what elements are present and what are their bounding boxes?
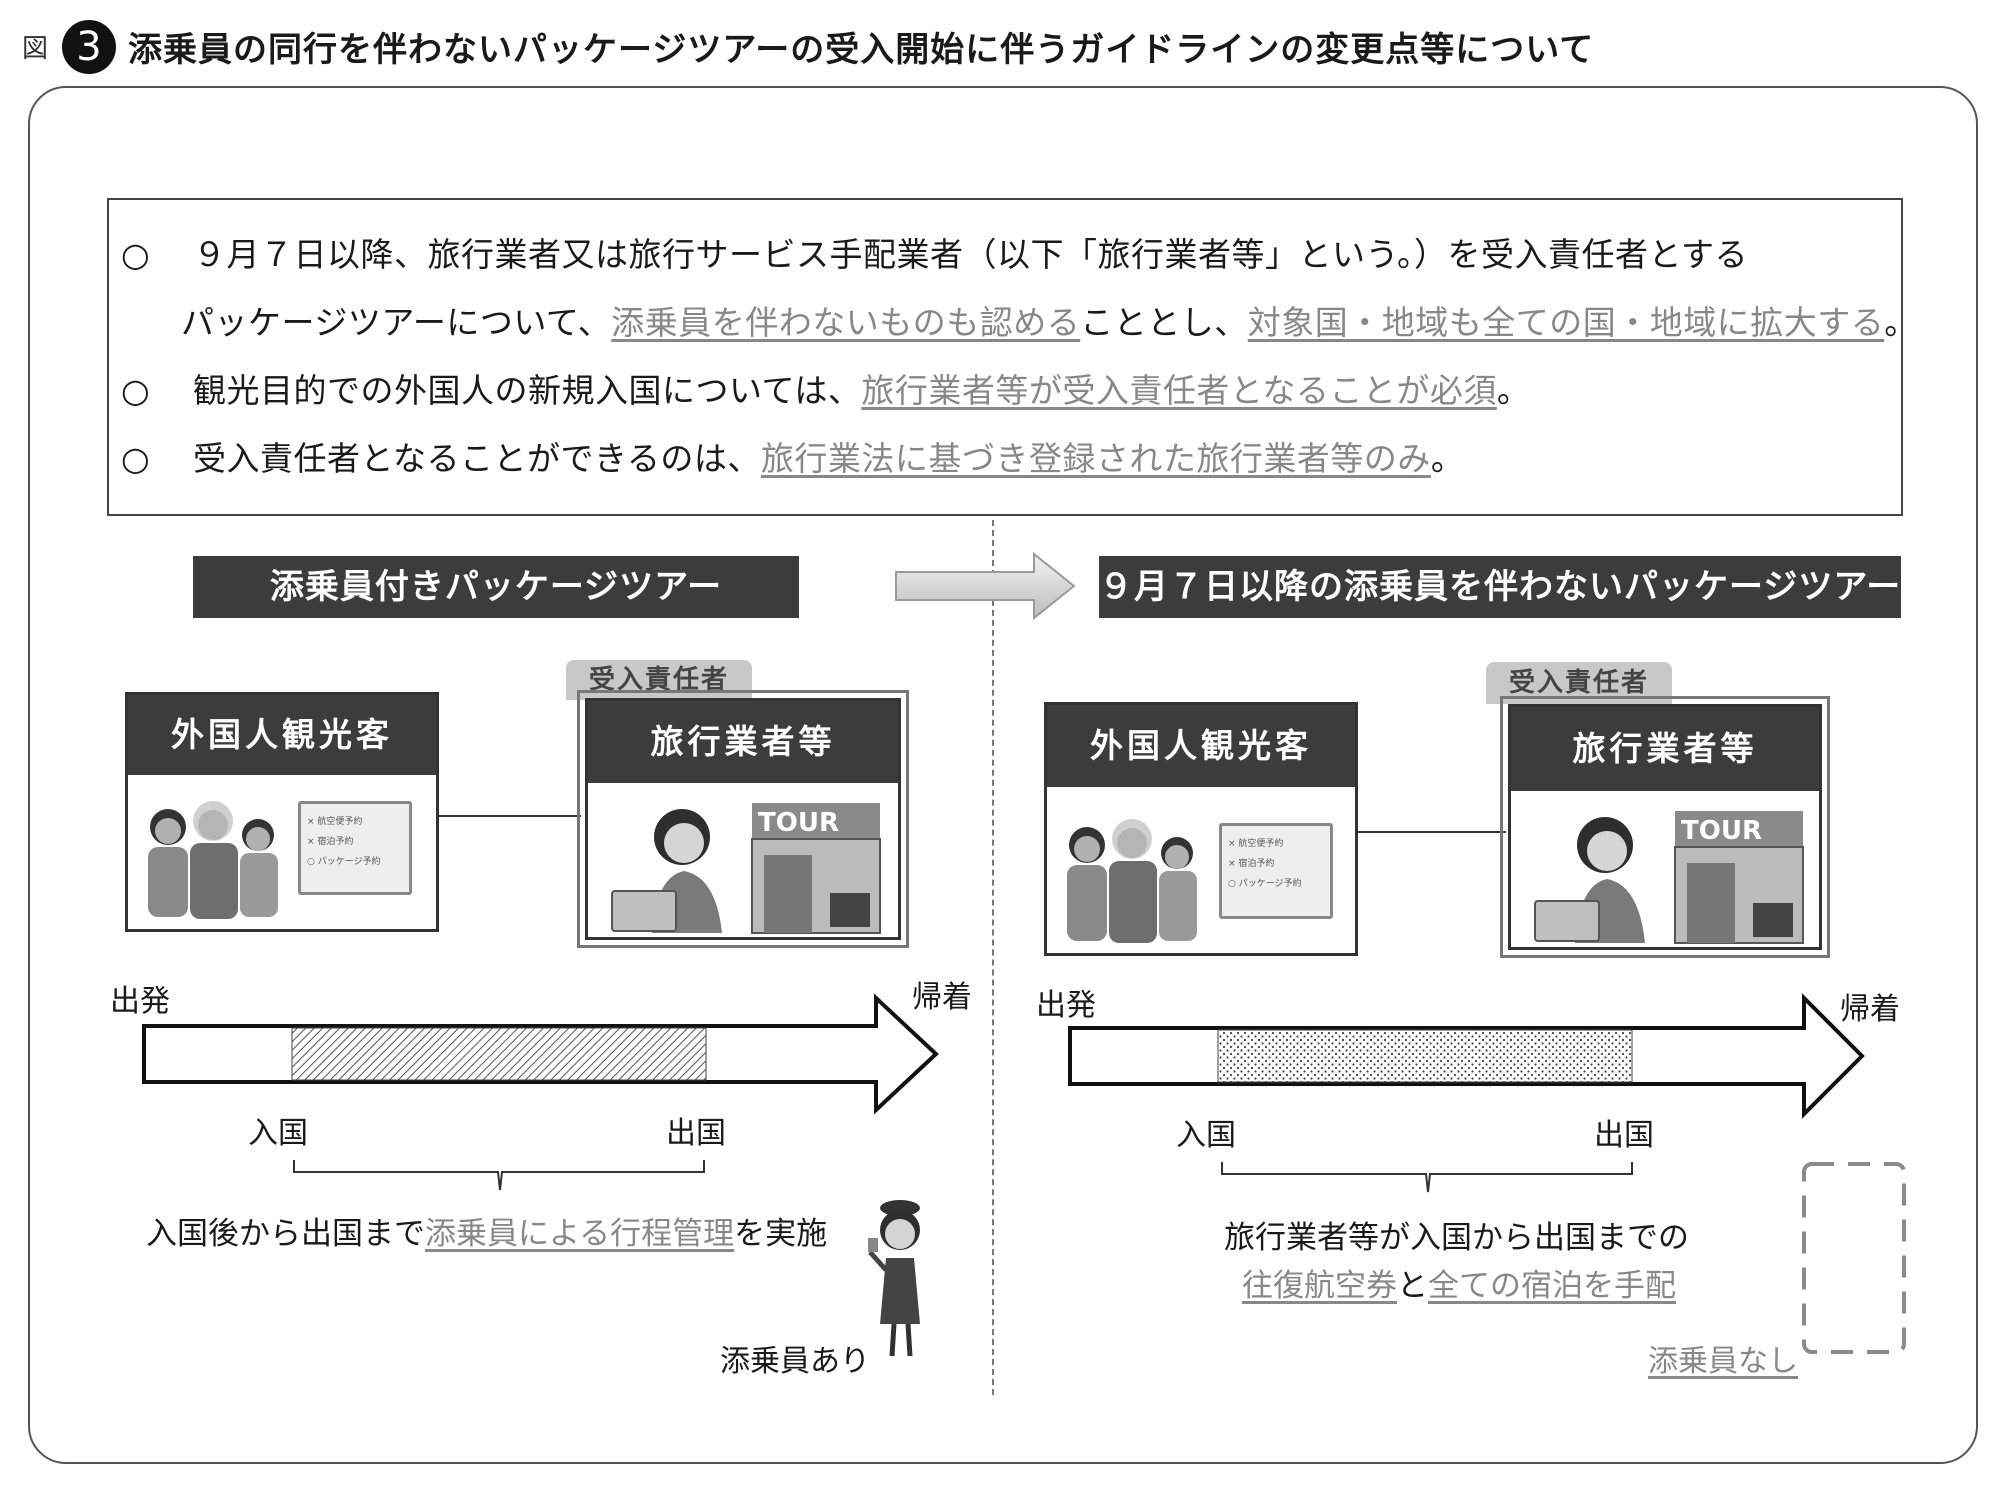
figure-number-badge: 3: [62, 20, 116, 74]
travel-store-icon: TOUR: [751, 803, 881, 934]
right-timeline-arrow: [1068, 993, 1865, 1119]
right-banner: ９月７日以降の添乗員を伴わないパッケージツアー: [1099, 556, 1901, 618]
agency-label: 旅行業者等: [1511, 707, 1819, 791]
tourists-illustration-icon: [148, 801, 278, 919]
bullet-circle: ○: [121, 235, 151, 274]
no-conductor-placeholder: [1802, 1162, 1906, 1354]
summary-text: 受入責任者となることができるのは、: [193, 439, 761, 478]
tour-conductor-icon: [868, 1200, 920, 1357]
transition-arrow-icon: [895, 551, 1076, 621]
summary-item-3: ○ 受入責任者となることができるのは、旅行業法に基づき登録された旅行業者等のみ。: [121, 432, 1464, 480]
travel-store-icon: TOUR: [1674, 811, 1804, 944]
stay-period-segment: [291, 1027, 707, 1081]
return-label: 帰着: [912, 980, 972, 1015]
summary-box: ○ ９月７日以降、旅行業者又は旅行サービス手配業者（以下「旅行業者等」という。）を…: [107, 198, 1917, 516]
form-row: × 宿泊予約: [307, 837, 354, 847]
depart-label: 出発: [1036, 988, 1096, 1023]
summary-item-2: ○ 観光目的での外国人の新規入国については、旅行業者等が受入責任者となることが必須…: [121, 364, 1530, 412]
form-row: ○ パッケージ予約: [307, 857, 381, 867]
store-sign-text: TOUR: [1681, 816, 1762, 846]
summary-text: ９月７日以降、旅行業者又は旅行サービス手配業者（以下「旅行業者等」という。）を受…: [193, 235, 1749, 274]
caption-emphasis: 全ての宿泊を手配: [1428, 1268, 1676, 1304]
connector-line: [1358, 831, 1506, 833]
booking-form-panel: × 航空便予約 × 宿泊予約 ○ パッケージ予約: [298, 801, 412, 895]
store-sign-text: TOUR: [758, 808, 839, 838]
summary-text: 。: [1496, 371, 1531, 410]
stay-period-segment: [1217, 1029, 1633, 1083]
left-agency-box: 旅行業者等 TOUR: [585, 698, 901, 940]
summary-text: こととし、: [1080, 303, 1248, 342]
exit-label: 出国: [666, 1116, 726, 1151]
right-agency-box: 旅行業者等 TOUR: [1508, 704, 1822, 950]
right-caption-line-2: 往復航空券と全ての宿泊を手配: [1242, 1268, 1676, 1304]
conductor-absent-label: 添乗員なし: [1648, 1344, 1798, 1379]
exit-label: 出国: [1594, 1118, 1654, 1153]
summary-emphasis: 添乗員を伴わないものも認める: [611, 303, 1081, 342]
bullet-circle: ○: [121, 439, 151, 478]
caption-emphasis: 往復航空券: [1242, 1268, 1397, 1304]
depart-label: 出発: [110, 984, 170, 1019]
figure-title: 添乗員の同行を伴わないパッケージツアーの受入開始に伴うガイドラインの変更点等につ…: [128, 30, 1595, 70]
return-label: 帰着: [1840, 992, 1900, 1027]
form-row: × 宿泊予約: [1228, 859, 1275, 869]
period-brace: [1221, 1162, 1633, 1193]
right-caption-line-1: 旅行業者等が入国から出国までの: [1224, 1220, 1689, 1256]
form-row: × 航空便予約: [307, 817, 363, 827]
form-row: × 航空便予約: [1228, 839, 1284, 849]
bullet-circle: ○: [121, 371, 151, 410]
left-caption: 入国後から出国まで添乗員による行程管理を実施: [146, 1216, 828, 1252]
summary-item-1-line-1: ○ ９月７日以降、旅行業者又は旅行サービス手配業者（以下「旅行業者等」という。）を…: [121, 228, 1748, 276]
operator-headset-icon: [611, 809, 722, 933]
left-banner: 添乗員付きパッケージツアー: [193, 556, 799, 618]
right-agency-outer: [1500, 696, 1830, 958]
summary-emphasis: 旅行業法に基づき登録された旅行業者等のみ: [760, 439, 1431, 478]
entry-label: 入国: [1176, 1118, 1236, 1153]
tourists-label: 外国人観光客: [128, 695, 436, 775]
summary-emphasis: 旅行業者等が受入責任者となることが必須: [861, 371, 1497, 410]
left-timeline-arrow: [142, 993, 939, 1115]
period-brace: [293, 1160, 705, 1191]
tourists-label: 外国人観光客: [1047, 705, 1355, 787]
conductor-present-label: 添乗員あり: [720, 1344, 870, 1379]
operator-headset-icon: [1534, 817, 1645, 943]
tourists-illustration-icon: [1067, 819, 1197, 943]
content-frame: [28, 86, 1978, 1464]
summary-item-1-line-2: パッケージツアーについて、添乗員を伴わないものも認めることとし、対象国・地域も全…: [181, 296, 1918, 344]
form-row: ○ パッケージ予約: [1228, 879, 1302, 889]
summary-text: 観光目的での外国人の新規入国については、: [193, 371, 862, 410]
caption-emphasis: 添乗員による行程管理: [425, 1216, 735, 1252]
agency-label: 旅行業者等: [588, 701, 898, 783]
right-tourists-box: 外国人観光客 × 航空便予約 × 宿泊予約 ○ パッケージ予約: [1044, 702, 1358, 956]
connector-line: [439, 815, 581, 817]
left-tourists-box: 外国人観光客 × 航空便予約 × 宿泊予約 ○ パッケージ予約: [125, 692, 439, 932]
section-divider: [992, 520, 994, 1395]
left-agency-outer: [577, 690, 909, 948]
booking-form-panel: × 航空便予約 × 宿泊予約 ○ パッケージ予約: [1219, 823, 1333, 919]
summary-emphasis: 対象国・地域も全ての国・地域に拡大する: [1247, 303, 1885, 342]
summary-text: 。: [1430, 439, 1465, 478]
summary-text: 。: [1884, 303, 1918, 342]
entry-label: 入国: [248, 1116, 308, 1151]
figure-label: 図: [22, 34, 49, 64]
summary-text: パッケージツアーについて、: [181, 303, 612, 342]
